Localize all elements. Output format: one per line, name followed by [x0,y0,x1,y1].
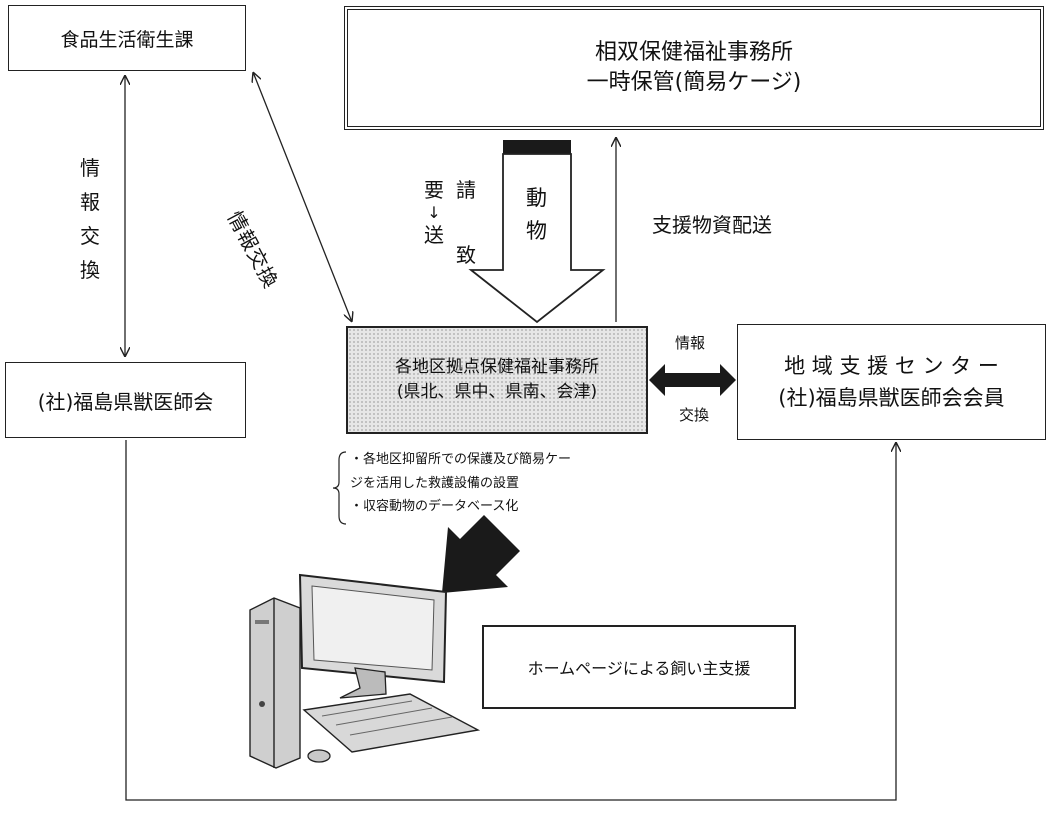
animals-label: 動 物 [526,186,547,243]
info-label: 情報 [675,334,706,352]
regional-office-title: 各地区拠点保健福祉事務所 [395,357,599,377]
animal-transfer-arrow [468,140,606,324]
food-hygiene-division-box: 食品生活衛生課 [8,5,246,71]
homepage-support-label: ホームページによる飼い主支援 [527,659,751,678]
homepage-support-box: ホームページによる飼い主支援 [482,625,796,709]
request-label-col2: 請 致 [456,178,476,267]
regional-office-box: 各地区拠点保健福祉事務所 (県北、県中、県南、会津) [346,326,648,434]
mouse [307,749,331,763]
vet-association-box: (社)福島県獣医師会 [5,362,246,438]
notes-line-1: ・各地区抑留所での保護及び簡易ケー [350,452,572,467]
food-hygiene-division-label: 食品生活衛生課 [60,28,194,51]
soso-office-box: 相双保健福祉事務所 一時保管(簡易ケージ) [344,6,1044,130]
exchange-label: 交換 [679,406,710,424]
supply-delivery-label: 支援物資配送 [652,213,772,237]
request-label-col1: 要 ↓ 送 [424,178,444,247]
food-to-regional-exchange-arrow [253,72,352,322]
info-exchange-double-arrow [649,364,736,396]
info-exchange-vertical-label: 情 報 交 換 [80,156,100,282]
soso-office-subtitle: 一時保管(簡易ケージ) [586,70,802,95]
support-center-box: 地 域 支 援 セ ン タ ー (社)福島県獣医師会会員 [737,324,1046,440]
to-computer-arrow [442,515,520,593]
desktop-computer-icon [249,573,481,769]
vet-to-support-center-arrow [125,440,896,801]
support-center-subtitle: (社)福島県獣医師会会員 [778,386,1005,410]
monitor-screen [311,585,435,671]
soso-office-title: 相双保健福祉事務所 [594,40,793,65]
regional-office-subtitle: (県北、県中、県南、会津) [396,382,598,402]
notes-line-2: ジを活用した救護設備の設置 [350,476,520,491]
notes-line-3: ・収容動物のデータベース化 [350,499,519,514]
vet-association-label: (社)福島県獣医師会 [37,389,214,414]
keyboard [302,693,481,753]
support-center-title: 地 域 支 援 セ ン タ ー [784,354,999,378]
monitor-stand [339,667,387,699]
notes-bracket [332,451,347,525]
